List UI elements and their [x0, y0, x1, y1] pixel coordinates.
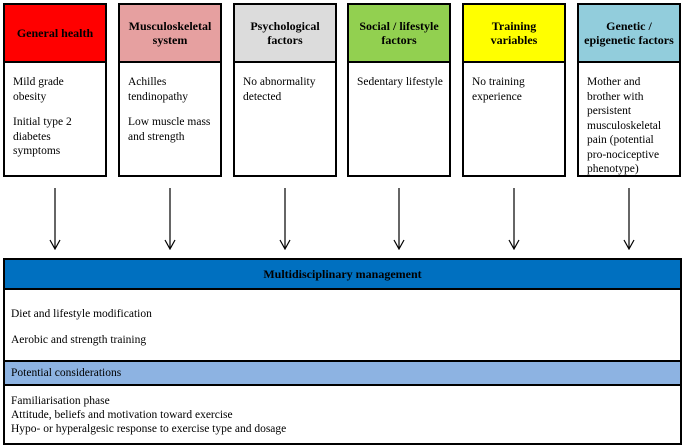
down-arrow-icon — [393, 188, 405, 250]
column-item: Achilles tendinopathy — [128, 76, 189, 103]
consideration-item: Hypo- or hyperalgesic response to exerci… — [11, 423, 287, 435]
management-item: Diet and lifestyle modification — [11, 308, 152, 320]
column-general-health: General health Mild grade obesity Initia… — [3, 3, 107, 177]
column-item: Mother and brother with persistent muscu… — [587, 76, 662, 175]
column-item: No training experience — [472, 76, 525, 103]
column-musculoskeletal: Musculoskeletal system Achilles tendinop… — [118, 3, 222, 177]
down-arrow-icon — [623, 188, 635, 250]
column-title: Psychological factors — [235, 5, 335, 63]
column-title: Social / lifestyle factors — [349, 5, 449, 63]
column-item: Low muscle mass and strength — [128, 116, 211, 143]
consideration-item: Familiarisation phase — [11, 395, 110, 407]
management-title: Multidisciplinary management — [5, 260, 680, 290]
column-item: Mild grade obesity — [13, 76, 64, 103]
column-training: Training variables No training experienc… — [462, 3, 566, 177]
column-title: Musculoskeletal system — [120, 5, 220, 63]
management-item: Aerobic and strength training — [11, 334, 147, 346]
column-item: Sedentary lifestyle — [357, 76, 443, 88]
down-arrow-icon — [279, 188, 291, 250]
column-title: General health — [5, 5, 105, 63]
column-title: Training variables — [464, 5, 564, 63]
consideration-item: Attitude, beliefs and motivation toward … — [11, 409, 233, 421]
down-arrow-icon — [508, 188, 520, 250]
column-title: Genetic / epigenetic factors — [579, 5, 679, 63]
column-item: Initial type 2 diabetes symptoms — [13, 116, 72, 157]
column-genetic: Genetic / epigenetic factors Mother and … — [577, 3, 681, 177]
column-social-lifestyle: Social / lifestyle factors Sedentary lif… — [347, 3, 451, 177]
down-arrow-icon — [49, 188, 61, 250]
column-psychological: Psychological factors No abnormality det… — [233, 3, 337, 177]
down-arrow-icon — [164, 188, 176, 250]
considerations-title: Potential considerations — [5, 360, 680, 386]
management-box: Multidisciplinary management Diet and li… — [3, 258, 682, 445]
column-item: No abnormality detected — [243, 76, 316, 103]
